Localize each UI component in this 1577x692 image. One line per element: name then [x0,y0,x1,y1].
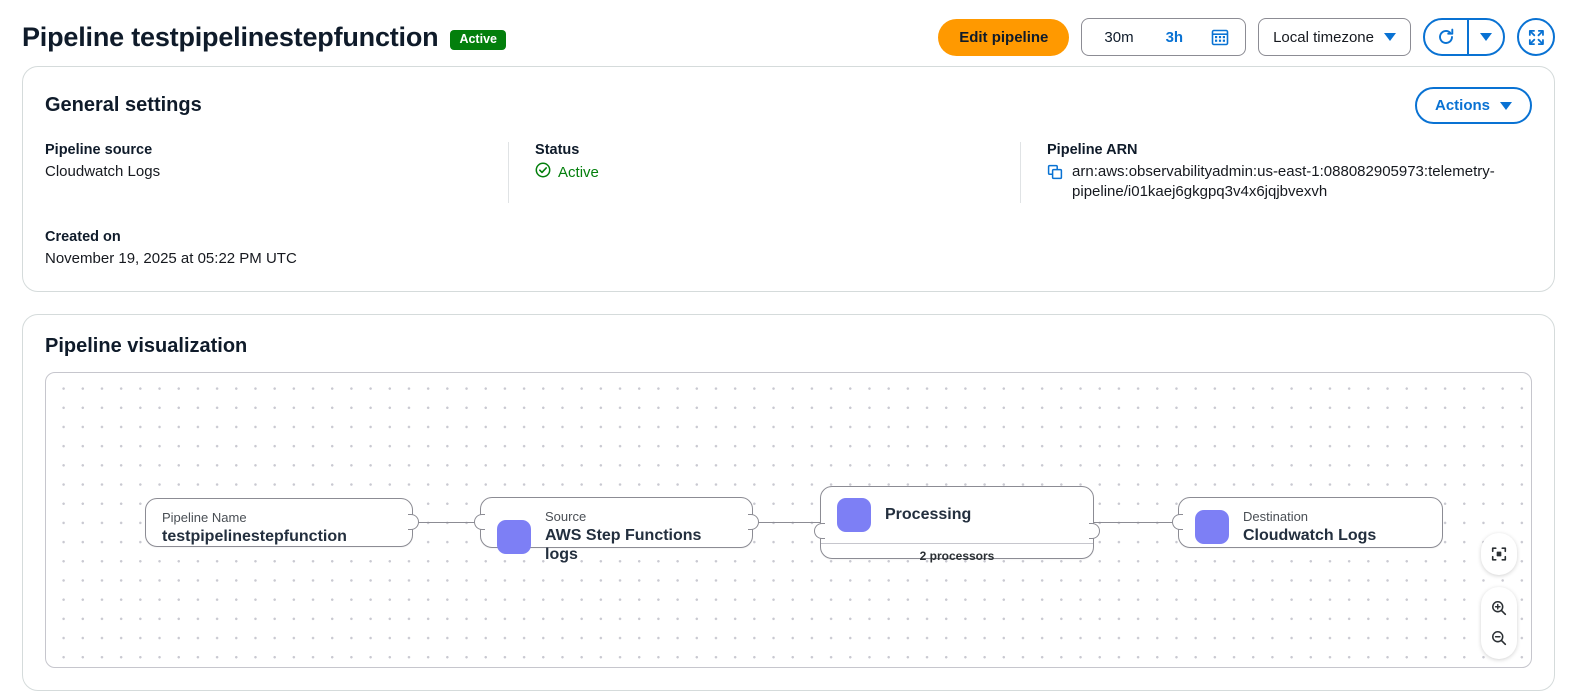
node-destination-label: Destination [1243,508,1309,524]
node-pipeline-name-output-port[interactable] [408,514,419,531]
time-range-selector[interactable]: 30m 3h [1081,18,1247,56]
fullscreen-icon[interactable] [1517,18,1555,56]
node-destination-text: Destination Cloudwatch Logs [1243,509,1376,545]
copy-icon[interactable] [1047,164,1063,186]
node-source-body: Source AWS Step Functions logs [481,498,752,576]
title-area: Pipeline testpipelinestepfunction Active [22,22,506,53]
node-processing-input-port[interactable] [814,522,825,539]
pipeline-source-value: Cloudwatch Logs [45,163,161,180]
edge-source-to-processing [753,521,820,523]
zoom-in-icon[interactable] [1481,593,1517,623]
node-processing-output-port[interactable] [1089,522,1100,539]
timezone-select[interactable]: Local timezone [1258,18,1411,56]
pipeline-visualization-card: Pipeline visualization Pipeline Name tes… [22,313,1555,691]
time-range-3h[interactable]: 3h [1165,28,1184,46]
page-header: Pipeline testpipelinestepfunction Active… [0,0,1577,66]
page-title: Pipeline testpipelinestepfunction [22,21,439,52]
node-processing[interactable]: Processing 2 processors [814,485,1100,563]
node-pipeline-name-body: Pipeline Name testpipelinestepfunction [146,499,412,557]
processing-icon [837,497,871,532]
node-source-text: Source AWS Step Functions logs [545,509,736,565]
created-on-field: Created on November 19, 2025 at 05:22 PM… [45,229,1532,269]
time-range-30m[interactable]: 30m [1104,28,1134,46]
node-processing-body: Processing [821,487,1093,543]
timezone-label: Local timezone [1273,28,1374,46]
edge-pipeline-to-source [413,521,480,523]
destination-icon [1195,509,1229,544]
pipeline-visualization-title: Pipeline visualization [45,334,248,357]
refresh-divider [1467,20,1469,54]
canvas-controls [1481,532,1517,659]
refresh-options-chevron-down-icon[interactable] [1469,20,1503,54]
pipeline-arn-row: arn:aws:observabilityadmin:us-east-1:088… [1047,162,1508,203]
created-on-label: Created on [45,228,121,245]
source-icon [497,519,531,554]
actions-button[interactable]: Actions [1414,87,1532,124]
general-settings-columns: Pipeline source Cloudwatch Logs Status A… [45,142,1532,203]
node-source-input-port[interactable] [474,514,485,531]
node-pipeline-name[interactable]: Pipeline Name testpipelinestepfunction [145,497,419,547]
chevron-down-icon [1384,33,1396,41]
fit-to-screen-control [1481,532,1517,575]
node-source-output-port[interactable] [748,514,759,531]
general-settings-title: General settings [45,94,202,116]
zoom-out-icon[interactable] [1481,623,1517,653]
pipeline-arn-label: Pipeline ARN [1047,142,1138,158]
chevron-down-icon [1500,101,1512,110]
header-actions: Edit pipeline 30m 3h Local time [938,18,1555,56]
fit-to-screen-icon[interactable] [1481,539,1517,569]
node-destination-input-port[interactable] [1172,514,1183,531]
status-value-row: Active [535,162,996,182]
created-on-value: November 19, 2025 at 05:22 PM UTC [45,249,297,267]
pipeline-source-field: Pipeline source Cloudwatch Logs [45,142,508,203]
edit-pipeline-button[interactable]: Edit pipeline [938,18,1070,56]
node-destination-value: Cloudwatch Logs [1243,527,1377,544]
general-settings-header: General settings Actions [45,87,1532,124]
node-processing-value: Processing [885,505,972,523]
node-destination[interactable]: Destination Cloudwatch Logs [1172,496,1443,548]
calendar-icon[interactable] [1199,28,1239,46]
pipeline-canvas[interactable]: Pipeline Name testpipelinestepfunction S… [45,371,1532,668]
node-destination-body: Destination Cloudwatch Logs [1179,498,1442,556]
refresh-icon[interactable] [1425,20,1467,54]
status-label: Status [535,142,580,158]
status-field: Status Active [508,142,1020,203]
node-source[interactable]: Source AWS Step Functions logs [474,496,759,563]
actions-button-label: Actions [1434,97,1490,114]
status-value: Active [558,163,599,181]
pipeline-arn-field: Pipeline ARN arn:aws:observabilityadmin:… [1020,142,1532,203]
pipeline-source-label: Pipeline source [45,142,153,158]
node-pipeline-name-value: testpipelinestepfunction [162,528,347,545]
edge-processing-to-destination [1094,521,1178,523]
node-pipeline-name-text: Pipeline Name testpipelinestepfunction [162,510,347,546]
general-settings-card: General settings Actions Pipeline source… [22,66,1555,292]
refresh-button-group[interactable] [1423,18,1505,56]
status-badge: Active [450,30,506,50]
zoom-controls [1481,586,1517,659]
pipeline-arn-value: arn:aws:observabilityadmin:us-east-1:088… [1072,163,1495,201]
pipeline-visualization-header: Pipeline visualization [45,335,1532,358]
node-processing-footer: 2 processors [821,542,1093,569]
check-circle-icon [535,162,551,182]
node-source-label: Source [545,508,587,524]
node-pipeline-name-label: Pipeline Name [162,509,247,525]
node-source-value: AWS Step Functions logs [545,527,702,564]
